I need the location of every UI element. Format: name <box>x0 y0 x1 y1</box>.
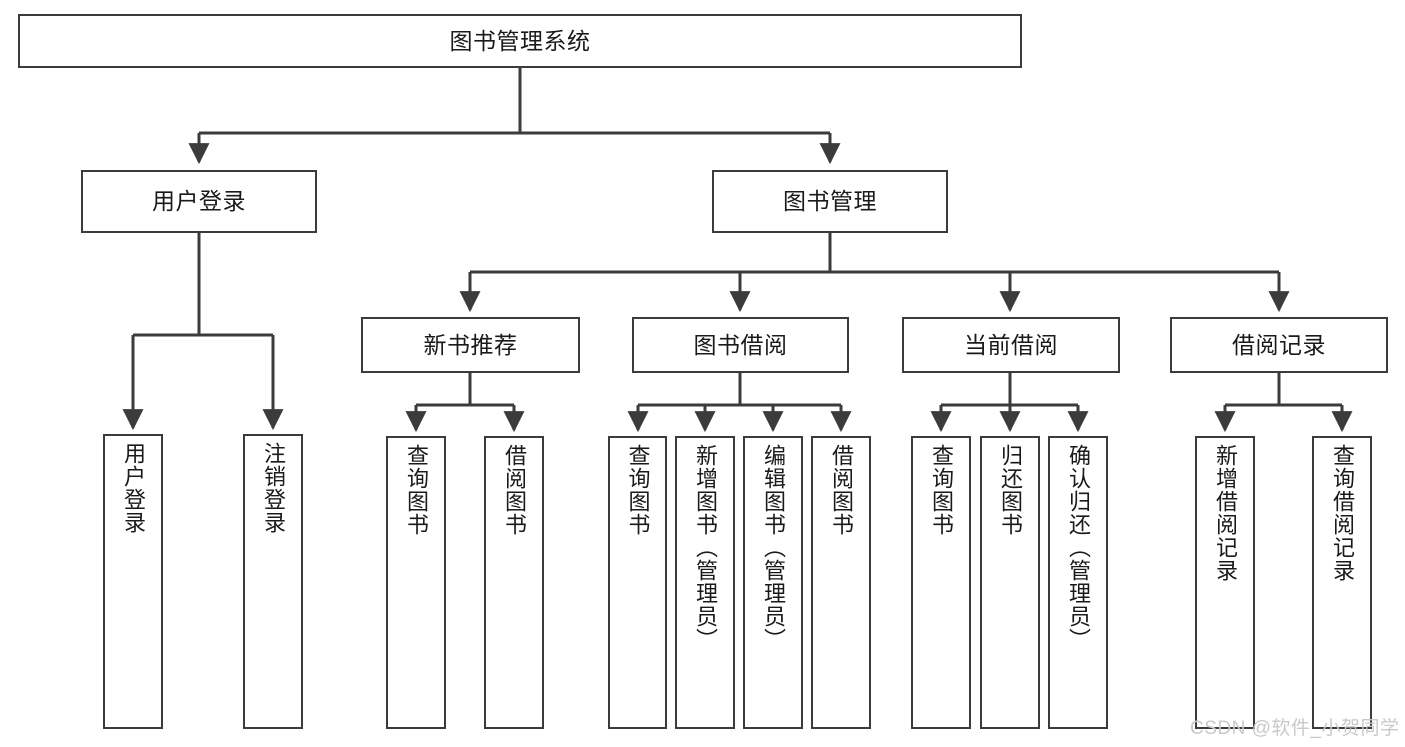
leaf-add-record-label: 新增借阅记录 <box>1213 444 1238 582</box>
leaf-borrow-book-1-label: 借阅图书 <box>502 444 527 536</box>
leaf-confirm-return-label: 确认归还（管理员） <box>1066 444 1091 651</box>
node-root-label: 图书管理系统 <box>449 27 591 54</box>
leaf-edit-book-label: 编辑图书（管理员） <box>761 444 786 651</box>
leaf-query-book-1-label: 查询图书 <box>404 444 429 536</box>
leaf-logout-login[interactable]: 注销登录 <box>243 434 303 729</box>
node-current-borrow-label: 当前借阅 <box>964 331 1058 358</box>
node-user-login-label: 用户登录 <box>152 188 246 215</box>
leaf-borrow-book-1[interactable]: 借阅图书 <box>484 436 544 729</box>
node-book-borrow[interactable]: 图书借阅 <box>632 317 849 373</box>
node-new-book-recommend[interactable]: 新书推荐 <box>361 317 580 373</box>
node-borrow-record-label: 借阅记录 <box>1232 331 1326 358</box>
node-book-management-label: 图书管理 <box>783 188 877 215</box>
leaf-query-book-2[interactable]: 查询图书 <box>608 436 667 729</box>
csdn-watermark: CSDN @软件_小贺同学 <box>1190 718 1400 739</box>
leaf-add-record[interactable]: 新增借阅记录 <box>1195 436 1255 729</box>
leaf-query-book-1[interactable]: 查询图书 <box>386 436 446 729</box>
node-borrow-record[interactable]: 借阅记录 <box>1170 317 1388 373</box>
leaf-query-book-3-label: 查询图书 <box>929 444 954 536</box>
leaf-query-book-3[interactable]: 查询图书 <box>911 436 971 729</box>
leaf-confirm-return[interactable]: 确认归还（管理员） <box>1048 436 1108 729</box>
node-new-book-recommend-label: 新书推荐 <box>423 331 518 358</box>
leaf-query-book-2-label: 查询图书 <box>625 444 651 536</box>
leaf-logout-login-label: 注销登录 <box>261 442 286 534</box>
leaf-return-book[interactable]: 归还图书 <box>980 436 1040 729</box>
node-current-borrow[interactable]: 当前借阅 <box>902 317 1120 373</box>
node-book-management[interactable]: 图书管理 <box>712 170 948 233</box>
leaf-user-login[interactable]: 用户登录 <box>103 434 163 729</box>
leaf-query-record[interactable]: 查询借阅记录 <box>1312 436 1372 729</box>
node-root[interactable]: 图书管理系统 <box>18 14 1022 68</box>
leaf-user-login-label: 用户登录 <box>121 442 146 534</box>
leaf-return-book-label: 归还图书 <box>998 444 1023 536</box>
leaf-edit-book[interactable]: 编辑图书（管理员） <box>743 436 803 729</box>
node-user-login[interactable]: 用户登录 <box>81 170 317 233</box>
leaf-add-book-label: 新增图书（管理员） <box>693 444 718 651</box>
leaf-add-book[interactable]: 新增图书（管理员） <box>675 436 735 729</box>
node-book-borrow-label: 图书借阅 <box>693 331 788 358</box>
leaf-borrow-book-2-label: 借阅图书 <box>829 444 854 536</box>
leaf-borrow-book-2[interactable]: 借阅图书 <box>811 436 871 729</box>
leaf-query-record-label: 查询借阅记录 <box>1330 444 1355 582</box>
